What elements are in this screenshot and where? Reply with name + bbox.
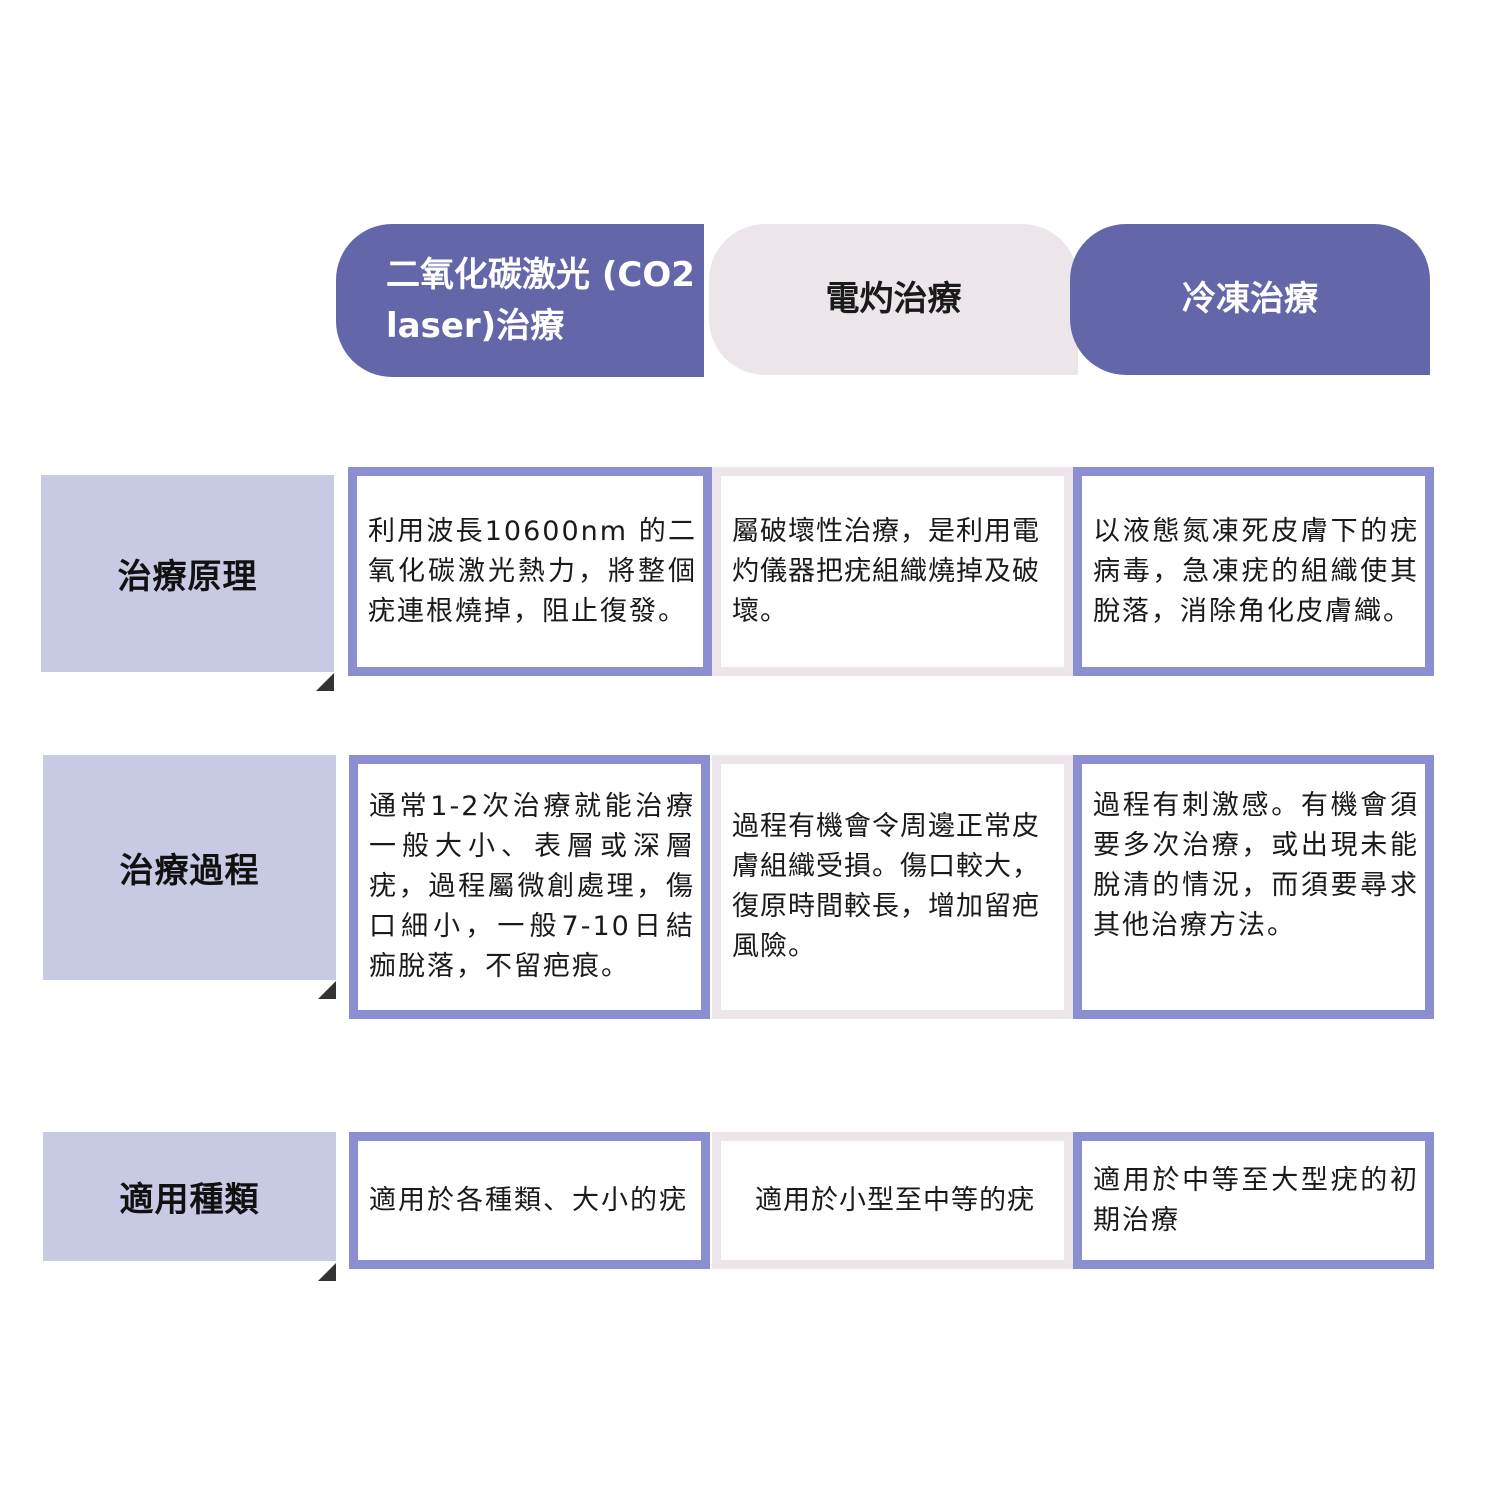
cell-process-co2: 通常1-2次治療就能治療一般大小、表層或深層疣，過程屬微創處理，傷口細小，一般7… (349, 755, 710, 1019)
cell-text: 適用於中等至大型疣的初期治療 (1093, 1164, 1419, 1236)
column-header-co2-laser: 二氧化碳激光 (CO2 laser)治療 (336, 224, 704, 377)
cell-principle-co2: 利用波長10600nm 的二氧化碳激光熱力，將整個疣連根燒掉，阻止復發。 (348, 467, 712, 676)
column-header-co2-line2: (CO2 laser)治療 (386, 254, 695, 346)
row-label-suitable-types-text: 適用種類 (119, 1180, 260, 1220)
row-label-process-text: 治療過程 (119, 851, 260, 891)
cell-text: 適用於小型至中等的疣 (755, 1184, 1035, 1216)
cell-suitable-co2: 適用於各種類、大小的疣 (349, 1132, 710, 1269)
cell-principle-electrocautery: 屬破壞性治療，是利用電灼儀器把疣組織燒掉及破壞。 (712, 467, 1073, 676)
cell-suitable-cryotherapy: 適用於中等至大型疣的初期治療 (1073, 1132, 1434, 1269)
cell-text: 過程有刺激感。有機會須要多次治療，或出現未能脫清的情況，而須要尋求其他治療方法。 (1093, 790, 1419, 941)
column-header-co2-line1: 二氧化碳激光 (386, 254, 590, 295)
cell-text: 過程有機會令周邊正常皮膚組織受損。傷口較大，復原時間較長，增加留疤風險。 (732, 811, 1040, 962)
cell-principle-cryotherapy: 以液態氮凍死皮膚下的疣病毒，急凍疣的組織使其脫落，消除角化皮膚織。 (1073, 467, 1434, 676)
row-label-suitable-types: 適用種類 (43, 1132, 336, 1261)
cell-text: 以液態氮凍死皮膚下的疣病毒，急凍疣的組織使其脫落，消除角化皮膚織。 (1093, 515, 1419, 627)
cell-process-cryotherapy: 過程有刺激感。有機會須要多次治療，或出現未能脫清的情況，而須要尋求其他治療方法。 (1073, 755, 1434, 1019)
row-label-principle-text: 治療原理 (117, 557, 258, 597)
row-label-process: 治療過程 (43, 755, 336, 980)
corner-marker (318, 1263, 336, 1281)
cell-process-electrocautery: 過程有機會令周邊正常皮膚組織受損。傷口較大，復原時間較長，增加留疤風險。 (712, 755, 1073, 1019)
column-header-cryotherapy: 冷凍治療 (1070, 224, 1430, 375)
column-header-electrocautery: 電灼治療 (709, 224, 1078, 375)
cell-text: 屬破壞性治療，是利用電灼儀器把疣組織燒掉及破壞。 (732, 515, 1040, 627)
cell-text: 通常1-2次治療就能治療一般大小、表層或深層疣，過程屬微創處理，傷口細小，一般7… (369, 791, 695, 982)
corner-marker (318, 981, 336, 999)
cell-text: 利用波長10600nm 的二氧化碳激光熱力，將整個疣連根燒掉，阻止復發。 (368, 515, 697, 627)
column-header-electrocautery-label: 電灼治療 (825, 279, 962, 319)
corner-marker (316, 673, 334, 691)
cell-text: 適用於各種類、大小的疣 (369, 1184, 688, 1216)
cell-suitable-electrocautery: 適用於小型至中等的疣 (712, 1132, 1073, 1269)
row-label-principle: 治療原理 (41, 475, 334, 672)
column-header-cryotherapy-label: 冷凍治療 (1182, 279, 1318, 319)
